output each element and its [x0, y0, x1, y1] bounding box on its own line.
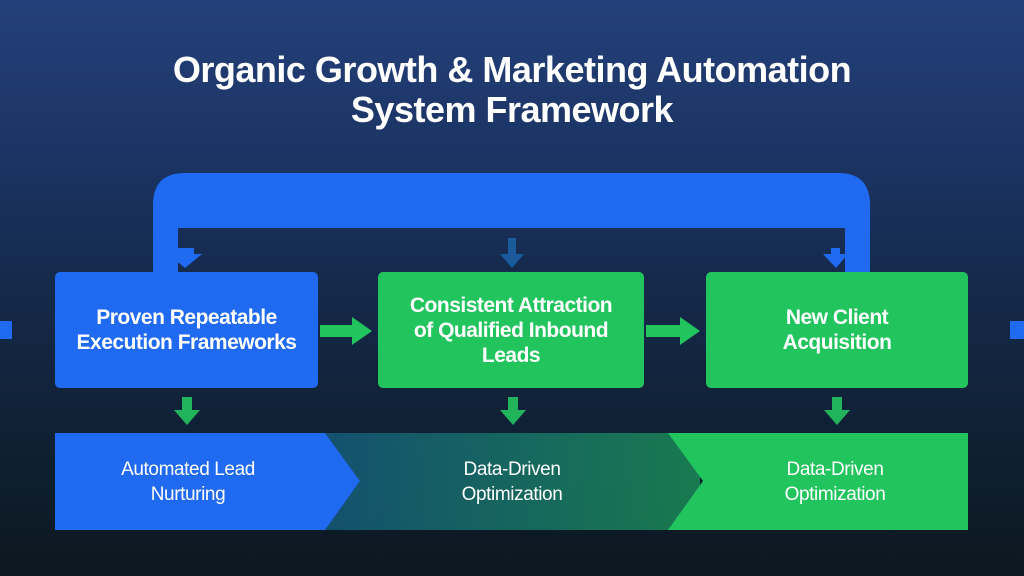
bottom-segment-1 — [55, 433, 360, 530]
label-line: Optimization — [461, 484, 563, 505]
bottom-segment-3 — [668, 433, 968, 530]
arrow-down-2-icon — [500, 397, 526, 425]
title-line-1: Organic Growth & Marketing Automation — [172, 49, 852, 90]
feedback-loop-band — [153, 173, 870, 272]
label-line: Optimization — [784, 484, 886, 505]
label-line: Automated Lead — [121, 459, 255, 480]
bottom-segment-2 — [325, 433, 700, 530]
left-edge-bar — [0, 321, 12, 339]
box-proven-frameworks: Proven Repeatable Execution Frameworks — [55, 272, 318, 388]
box-label: New Client Acquisition — [782, 306, 892, 354]
label-line: Nurturing — [150, 484, 226, 505]
arrow-right-1-icon — [320, 317, 372, 345]
label-line: Data-Driven — [463, 459, 561, 480]
diagram-title: Organic Growth & Marketing Automation Sy… — [0, 50, 1024, 130]
box-label: Proven Repeatable Execution Frameworks — [76, 306, 297, 354]
box-consistent-attraction: Consistent Attraction of Qualified Inbou… — [378, 272, 644, 388]
right-edge-bar — [1010, 321, 1024, 339]
bottom-label-automated-nurturing: Automated Lead Nurturing — [88, 457, 288, 507]
label-line: Data-Driven — [786, 459, 884, 480]
bottom-label-data-driven-2: Data-Driven Optimization — [735, 457, 935, 507]
loop-arrow-right-icon — [823, 248, 848, 268]
bottom-label-data-driven-1: Data-Driven Optimization — [412, 457, 612, 507]
box-new-client-acquisition: New Client Acquisition — [706, 272, 968, 388]
title-line-2: System Framework — [350, 89, 674, 130]
loop-arrow-left-icon — [168, 248, 202, 268]
arrow-down-1-icon — [174, 397, 200, 425]
box-label: Consistent Attraction of Qualified Inbou… — [409, 293, 613, 367]
loop-arrow-middle-icon — [500, 238, 524, 268]
arrow-right-2-icon — [646, 317, 700, 345]
arrow-down-3-icon — [824, 397, 850, 425]
